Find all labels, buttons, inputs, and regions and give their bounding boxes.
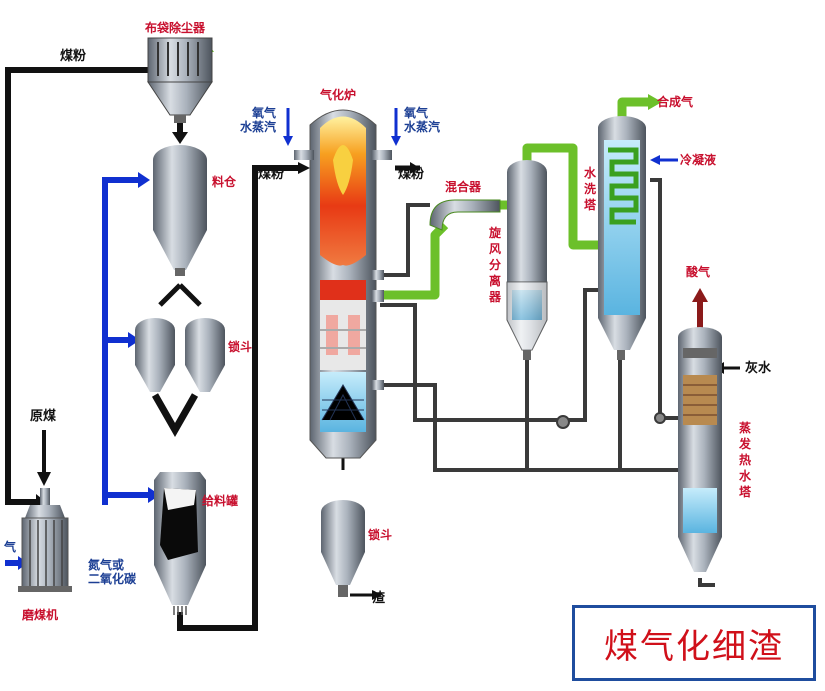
bin-vessel <box>153 145 207 276</box>
lock-hopper-right <box>185 318 225 392</box>
caption-box: 煤气化细渣 <box>572 605 816 681</box>
condensate-label: 冷凝液 <box>680 153 717 167</box>
slag-label: 渣 <box>372 591 386 606</box>
mill-label: 磨煤机 <box>22 608 59 622</box>
coal-pipes <box>5 67 375 631</box>
mixer-vessel <box>429 199 501 231</box>
inert-gas-pipes <box>5 177 150 566</box>
inert-gas-label: 氮气或 二氧化碳 <box>88 558 137 586</box>
lock-hopper-1-label: 锁斗 <box>228 340 253 354</box>
feed-tank-vessel <box>154 472 206 615</box>
lock-hopper-bottom <box>321 500 365 597</box>
cyclone-label: 旋风分离器 <box>488 226 501 304</box>
syngas-label: 合成气 <box>657 95 694 109</box>
mixer-label: 混合器 <box>445 180 482 194</box>
evaporator-label: 蒸发热水塔 <box>738 421 751 499</box>
raw-coal-label: 原煤 <box>30 409 57 424</box>
acid-gas-label: 酸气 <box>686 265 711 279</box>
coal-powder-top-label: 煤粉 <box>60 49 87 64</box>
feed-tank-label: 给料罐 <box>202 494 239 508</box>
gas-in-label: 气 <box>4 540 17 554</box>
oxygen-steam-left-label: 氧气 水蒸汽 <box>240 106 277 134</box>
gasifier-label: 气化炉 <box>320 88 357 102</box>
scrubber-vessel <box>598 116 646 360</box>
scrubber-label: 水洗塔 <box>583 166 596 212</box>
baghouse-vessel <box>147 37 213 123</box>
pipe-feed-to-gasifier <box>177 165 300 631</box>
ash-water-label: 灰水 <box>745 361 772 376</box>
process-lines <box>380 178 715 587</box>
lock-hopper-left <box>135 318 175 392</box>
evaporator-vessel <box>678 327 722 572</box>
pipe-baghouse-to-mill <box>5 67 150 505</box>
oxygen-steam-right-label: 氧气 水蒸汽 <box>404 106 441 134</box>
coal-powder-left-label: 煤粉 <box>258 167 285 182</box>
gasifier-vessel <box>294 109 392 459</box>
bin-label: 料仓 <box>212 175 237 189</box>
baghouse-label: 布袋除尘器 <box>145 21 206 35</box>
lock-hopper-2-label: 锁斗 <box>368 528 393 542</box>
cyclone-vessel <box>506 160 548 360</box>
caption-title: 煤气化细渣 <box>604 626 784 667</box>
oxygen-steam-arrows <box>286 108 678 162</box>
coal-mill <box>18 488 72 592</box>
coal-powder-right-label: 煤粉 <box>398 167 425 182</box>
